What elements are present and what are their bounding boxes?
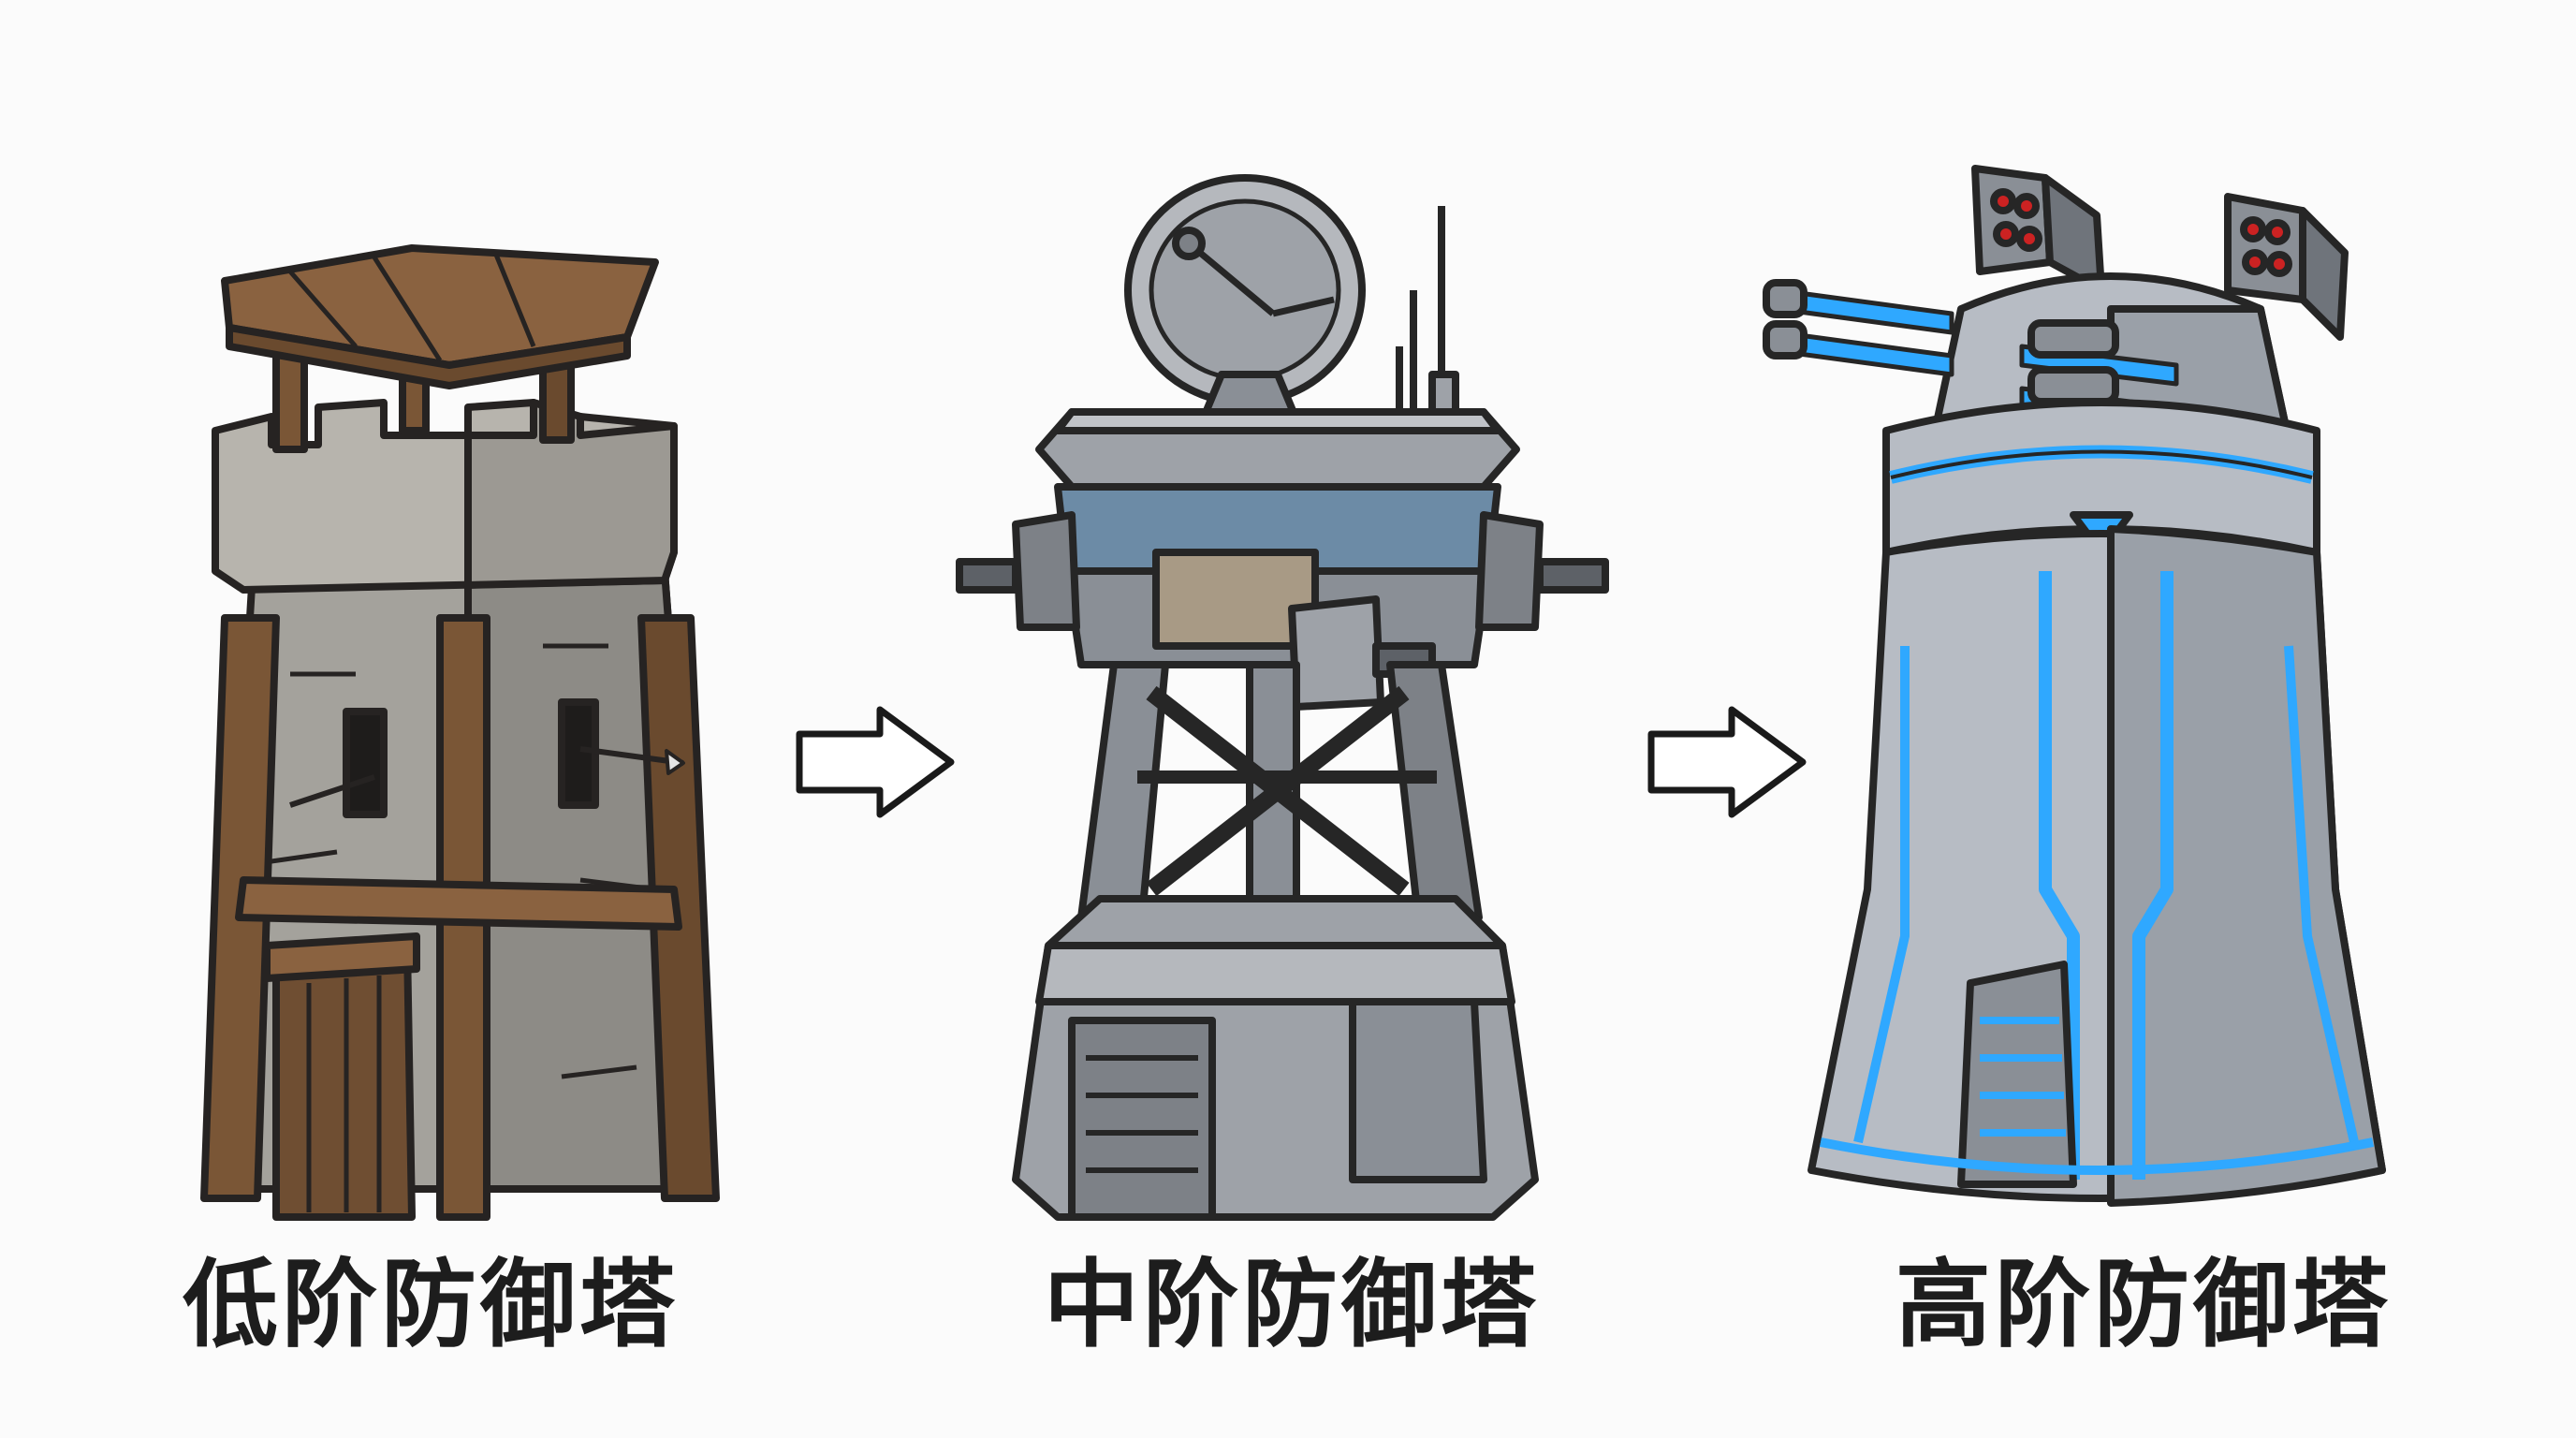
mid-tier-label: 中阶防御塔 — [1044, 1250, 1540, 1361]
wooden-stone-watchtower-icon — [200, 244, 720, 1221]
right-arrow-icon — [1647, 706, 1807, 818]
high-tier-tower — [1763, 159, 2420, 1226]
mid-tier-tower — [950, 174, 1633, 1236]
right-arrow-icon — [796, 706, 955, 818]
upgrade-arrow-2 — [1646, 704, 1809, 825]
low-tier-label: 低阶防御塔 — [183, 1250, 679, 1361]
low-tier-tower — [187, 206, 730, 1226]
metal-radar-gun-tower-icon — [956, 174, 1609, 1221]
upgrade-arrow-1 — [794, 704, 958, 825]
futuristic-laser-missile-tower-icon — [1763, 165, 2386, 1207]
high-tier-label: 高阶防御塔 — [1895, 1250, 2392, 1361]
